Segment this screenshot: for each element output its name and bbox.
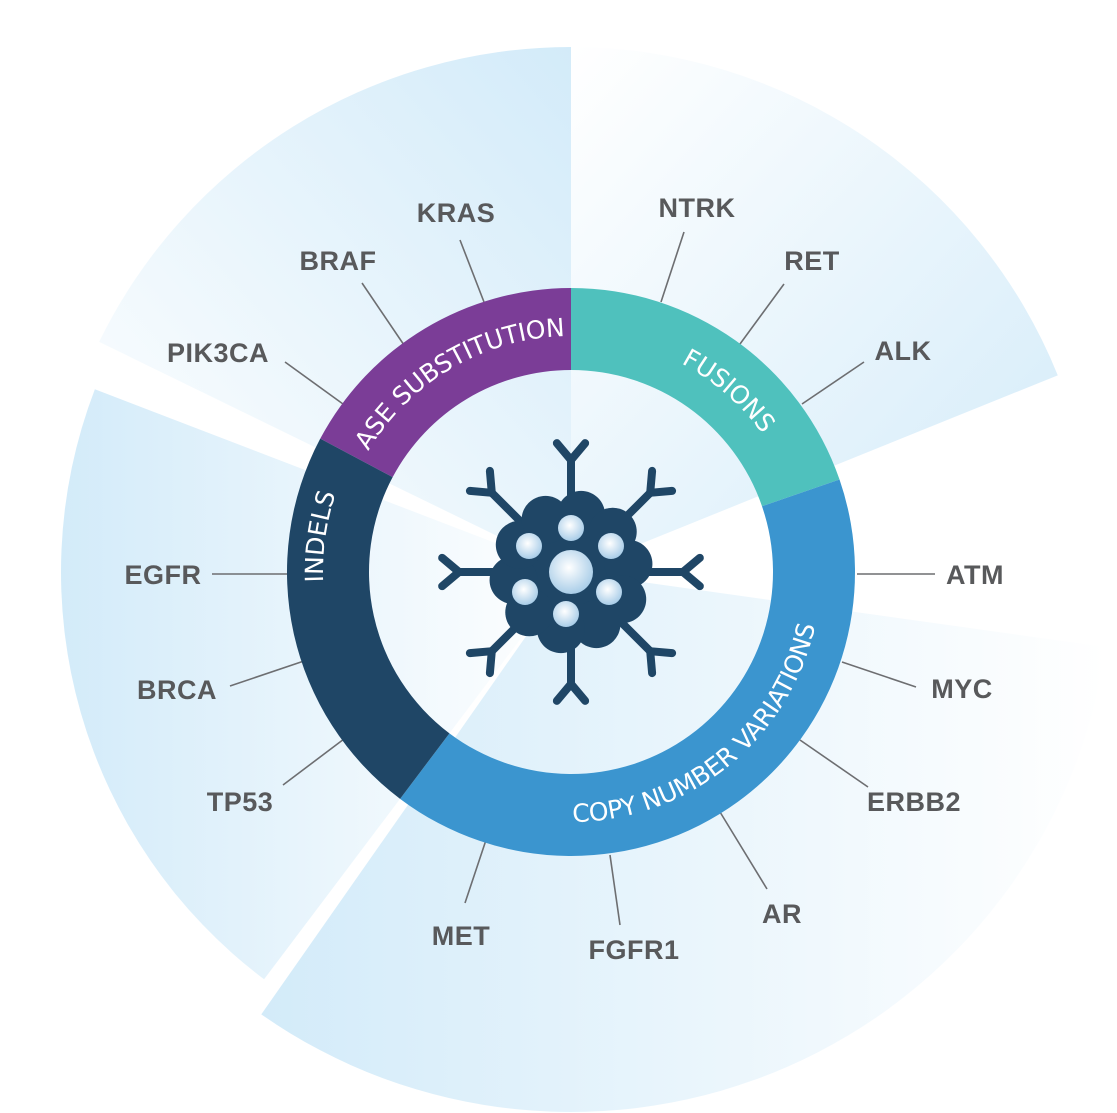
leader-lines	[212, 231, 935, 926]
leader-line	[719, 811, 768, 890]
wedge-base-substitutions	[99, 47, 572, 572]
leader-line	[282, 738, 345, 786]
gene-label-myc: MYC	[931, 674, 993, 704]
wedge-copy-number-variations	[261, 572, 1106, 1112]
gene-label-alk: ALK	[875, 336, 932, 366]
leader-line	[361, 282, 405, 346]
leader-line	[801, 361, 865, 405]
category-ring	[287, 288, 855, 856]
ring-segment-base-substitutions	[320, 288, 571, 478]
gene-label-ntrk: NTRK	[659, 193, 736, 223]
gene-label-atm: ATM	[946, 560, 1004, 590]
nucleus	[549, 550, 593, 594]
ring-segment-fusions	[571, 288, 840, 507]
gene-label-braf: BRAF	[300, 246, 377, 276]
ring-segment-indels	[287, 438, 450, 799]
leader-line	[284, 361, 344, 405]
ring-segment-copy-number-variations	[400, 479, 855, 856]
cancer-cell-icon	[438, 439, 704, 705]
gene-labels: KRAS BRAF PIK3CA NTRK RET ALK ATM MYC ER…	[124, 193, 1004, 965]
wedge-fusions	[571, 47, 1058, 572]
leader-line	[799, 739, 869, 788]
gene-label-egfr: EGFR	[124, 560, 201, 590]
gene-label-erbb2: ERBB2	[867, 787, 961, 817]
gene-label-kras: KRAS	[417, 198, 496, 228]
gene-label-tp53: TP53	[207, 787, 274, 817]
gene-label-fgfr1: FGFR1	[588, 935, 679, 965]
leader-line	[609, 854, 621, 926]
gene-label-pik3ca: PIK3CA	[167, 338, 269, 368]
gene-label-ret: RET	[784, 246, 840, 276]
leader-line	[229, 660, 305, 687]
gene-label-brca: BRCA	[137, 675, 217, 705]
leader-line	[459, 239, 485, 303]
leader-line	[841, 661, 917, 688]
leader-line	[464, 839, 487, 904]
gene-label-ar: AR	[762, 899, 802, 929]
leader-line	[660, 231, 685, 303]
gene-label-met: MET	[432, 921, 491, 951]
leader-line	[739, 283, 785, 345]
